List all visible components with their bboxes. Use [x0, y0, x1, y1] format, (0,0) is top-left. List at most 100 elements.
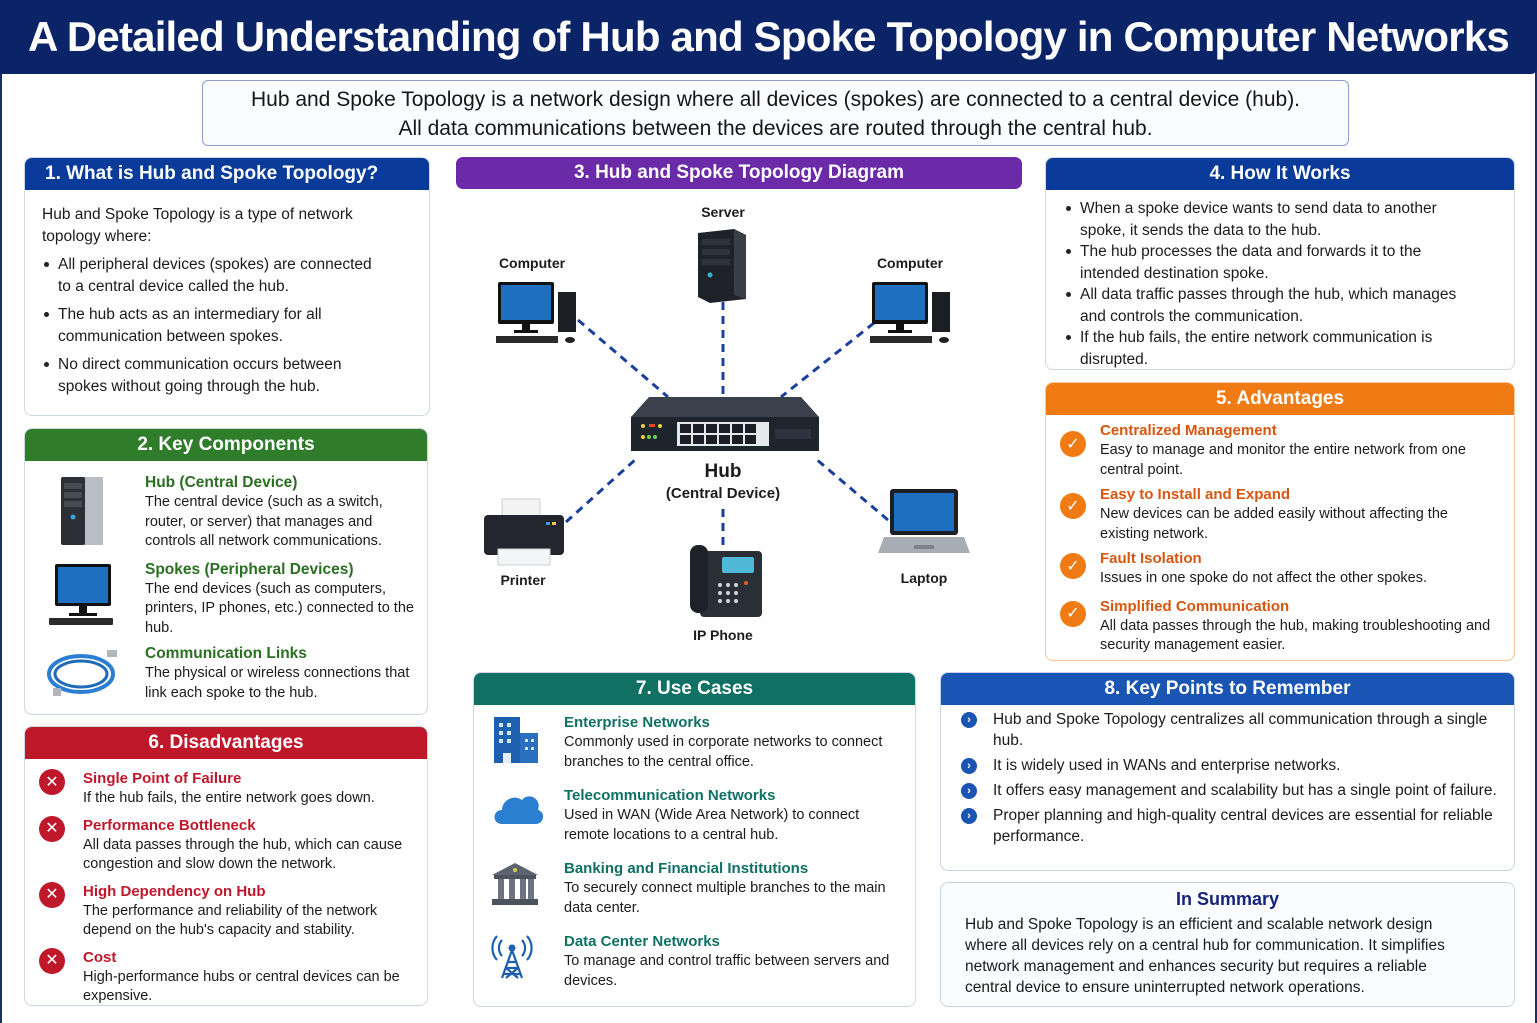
bullet-item: The hub processes the data and forwards …: [1064, 241, 1484, 284]
disadvantage-title: Single Point of Failure: [83, 770, 242, 787]
bullet-item: The hub acts as an intermediary for all …: [42, 304, 387, 348]
link-computer-right: [780, 321, 875, 399]
bullet-item: All data traffic passes through the hub,…: [1064, 284, 1484, 327]
disadvantage-title: High Dependency on Hub: [83, 882, 266, 900]
ethernet-cable-icon: [45, 644, 145, 704]
section-header: 4. How It Works: [1046, 158, 1514, 190]
section-header: 3. Hub and Spoke Topology Diagram: [456, 157, 1022, 189]
component-item: Hub (Central Device) The central device …: [45, 473, 417, 552]
computer-icon: [496, 280, 580, 351]
server-tower-icon: [45, 473, 145, 551]
check-circle-icon: ✓: [1060, 493, 1086, 519]
section-title: 4. How It Works: [1209, 163, 1351, 184]
bullet-item: All peripheral devices (spokes) are conn…: [42, 254, 387, 298]
device-label-ip-phone: IP Phone: [693, 627, 753, 643]
section-intro: Hub and Spoke Topology is a type of netw…: [42, 206, 353, 245]
section-how-it-works: 4. How It Works When a spoke device want…: [1045, 157, 1515, 370]
component-title: Communication Links: [145, 645, 307, 662]
key-point-item: › Hub and Spoke Topology centralizes all…: [961, 709, 1500, 751]
hub-sublabel: (Central Device): [665, 485, 781, 502]
section-title: 8. Key Points to Remember: [1104, 678, 1351, 699]
use-case-title: Telecommunication Networks: [564, 787, 776, 804]
computer-icon: [870, 280, 954, 351]
device-label-server: Server: [701, 204, 745, 220]
printer-icon: [482, 497, 566, 572]
key-point-text: It is widely used in WANs and enterprise…: [993, 757, 1341, 774]
bullet-list: When a spoke device wants to send data t…: [1064, 198, 1484, 369]
advantage-desc: All data passes through the hub, making …: [1100, 617, 1491, 654]
use-case-title: Banking and Financial Institutions: [564, 860, 809, 877]
component-desc: The physical or wireless connections tha…: [145, 665, 410, 701]
cloud-icon: [490, 786, 564, 832]
section-key-components: 2. Key Components Hub (Central Device) T…: [24, 428, 428, 715]
disadvantage-desc: If the hub fails, the entire network goe…: [83, 790, 375, 806]
use-case-item: Data Center Networks To manage and contro…: [490, 932, 905, 991]
intro-line-1: Hub and Spoke Topology is a network desi…: [250, 88, 1301, 111]
disadvantage-desc: All data passes through the hub, which c…: [83, 836, 403, 873]
advantage-desc: Easy to manage and monitor the entire ne…: [1100, 442, 1466, 478]
section-header: 7. Use Cases: [474, 673, 915, 705]
section-title: 6. Disadvantages: [148, 732, 304, 753]
section-disadvantages: 6. Disadvantages ✕ Single Point of Failu…: [24, 726, 428, 1006]
intro-line-2: All data communications between the devi…: [398, 117, 1153, 140]
section-title: 5. Advantages: [1215, 388, 1345, 409]
check-circle-icon: ✓: [1060, 431, 1086, 457]
disadvantage-title: Performance Bottleneck: [83, 816, 256, 834]
section-header: 1. What is Hub and Spoke Topology?: [25, 158, 429, 190]
x-circle-icon: ✕: [39, 815, 65, 842]
hub-switch-icon: [629, 395, 821, 462]
bank-icon: [490, 859, 564, 913]
antenna-tower-icon: [490, 932, 564, 986]
component-item: Spokes (Peripheral Devices) The end devi…: [45, 560, 417, 639]
disadvantage-desc: The performance and reliability of the n…: [83, 902, 378, 939]
link-printer: [564, 457, 638, 524]
advantage-title: Simplified Communication: [1100, 597, 1290, 615]
device-label-laptop: Laptop: [900, 570, 948, 586]
x-circle-icon: ✕: [39, 947, 65, 974]
office-building-icon: [490, 713, 564, 771]
key-point-text: It offers easy management and scalabilit…: [993, 782, 1497, 799]
component-title: Hub (Central Device): [145, 474, 298, 491]
section-what-is: 1. What is Hub and Spoke Topology? Hub a…: [24, 157, 430, 416]
key-point-item: › It is widely used in WANs and enterpri…: [961, 755, 1500, 776]
section-title: 1. What is Hub and Spoke Topology?: [45, 163, 379, 184]
key-point-item: › It offers easy management and scalabil…: [961, 780, 1500, 801]
use-case-title: Data Center Networks: [564, 933, 720, 950]
page-title: A Detailed Understanding of Hub and Spok…: [28, 13, 1510, 60]
section-title: 7. Use Cases: [635, 678, 754, 699]
component-title: Spokes (Peripheral Devices): [145, 560, 354, 578]
advantage-desc: Issues in one spoke do not affect the ot…: [1100, 570, 1428, 586]
chevron-circle-icon: ›: [961, 783, 977, 799]
section-key-points: 8. Key Points to Remember › Hub and Spok…: [940, 672, 1515, 871]
disadvantage-desc: High-performance hubs or central devices…: [83, 968, 400, 1005]
section-header: 8. Key Points to Remember: [941, 673, 1514, 705]
laptop-icon: [876, 487, 972, 564]
bullet-item: If the hub fails, the entire network com…: [1064, 327, 1484, 369]
advantage-title: Centralized Management: [1100, 422, 1277, 439]
section-header: 2. Key Components: [25, 429, 427, 461]
server-icon: [694, 225, 750, 310]
key-point-item: › Proper planning and high-quality centr…: [961, 805, 1500, 847]
x-circle-icon: ✕: [39, 769, 65, 795]
ip-phone-icon: [682, 541, 766, 630]
device-label-computer-left: Computer: [498, 255, 566, 271]
section-header: 5. Advantages: [1046, 383, 1514, 415]
use-case-desc: To manage and control traffic between se…: [564, 953, 890, 989]
title-bar: A Detailed Understanding of Hub and Spok…: [0, 0, 1537, 74]
section-title: 3. Hub and Spoke Topology Diagram: [573, 162, 905, 183]
component-item: Communication Links The physical or wire…: [45, 644, 417, 704]
component-desc: The central device (such as a switch, ro…: [145, 494, 383, 549]
monitor-icon: [45, 560, 145, 638]
component-desc: The end devices (such as computers, prin…: [145, 580, 414, 636]
advantage-title: Easy to Install and Expand: [1100, 486, 1291, 503]
bullet-item: No direct communication occurs between s…: [42, 354, 387, 398]
